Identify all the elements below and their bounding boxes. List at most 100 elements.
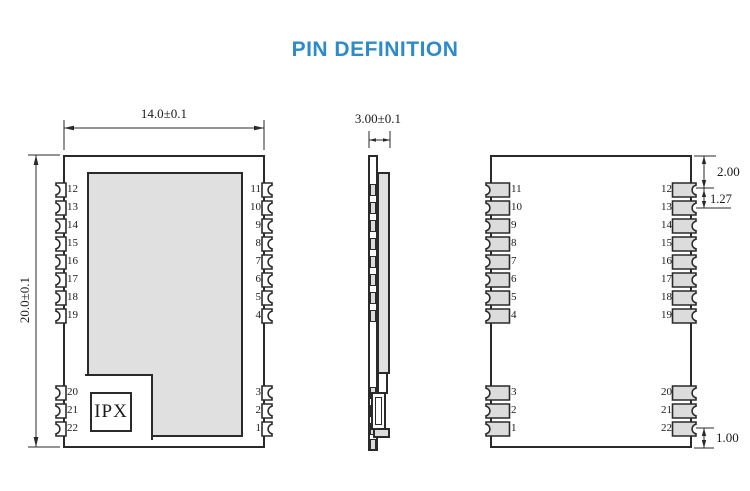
pin-6-label: 6 [255, 273, 262, 285]
pin-15-label: 15 [67, 237, 78, 249]
pin-5-castellation [261, 290, 273, 306]
pin-21-castellation [55, 403, 67, 419]
pin-13-label: 13 [67, 201, 78, 213]
pin-17-label: 17 [661, 273, 672, 285]
pin-8-castellation [261, 236, 273, 252]
pin-5-label: 5 [255, 291, 262, 303]
pin-9-castellation [261, 218, 273, 234]
pin-6-label: 6 [511, 273, 517, 285]
pin-top-offset-label: 2.00 [717, 164, 740, 179]
pcb-pad-edge [370, 439, 376, 450]
pin-1-label: 1 [255, 422, 262, 434]
pin-17-castellation [55, 272, 67, 288]
pin-20-label: 20 [67, 386, 78, 398]
pin-7-castellation [485, 254, 511, 270]
pin-16-label: 16 [661, 255, 672, 267]
pin-20-castellation [55, 385, 67, 401]
pin-10-castellation [485, 200, 511, 216]
pin-4-label: 4 [511, 309, 517, 321]
pin-5-label: 5 [511, 291, 517, 303]
pin-8-label: 8 [255, 237, 262, 249]
pin-21-label: 21 [661, 404, 672, 416]
pin-3-label: 3 [511, 386, 517, 398]
pin-2-castellation [261, 403, 273, 419]
pin-10-label: 10 [511, 201, 522, 213]
pin-16-castellation [671, 254, 697, 270]
ipx-connector-side-inner [375, 397, 382, 425]
pin-6-castellation [485, 272, 511, 288]
ipx-connector-base [373, 428, 390, 438]
pin-19-castellation [671, 308, 697, 324]
pin-14-label: 14 [67, 219, 78, 231]
pin-9-castellation [485, 218, 511, 234]
pin-1-castellation [261, 421, 273, 437]
pin-19-castellation [55, 308, 67, 324]
pin-19-label: 19 [67, 309, 78, 321]
pin-22-castellation [55, 421, 67, 437]
front-width-dimension-line [63, 120, 265, 150]
pin-17-label: 17 [67, 273, 78, 285]
pcb-pad-edge [370, 220, 376, 232]
shield-bottom-rim [377, 372, 388, 394]
pin-18-castellation [55, 290, 67, 306]
pcb-pad-edge [370, 238, 376, 250]
pin-18-label: 18 [661, 291, 672, 303]
pin-4-castellation [485, 308, 511, 324]
pin-7-label: 7 [511, 255, 517, 267]
pin-16-castellation [55, 254, 67, 270]
pin-14-castellation [55, 218, 67, 234]
pin-18-label: 18 [67, 291, 78, 303]
pin-17-castellation [671, 272, 697, 288]
pin-15-castellation [55, 236, 67, 252]
pin-1-castellation [485, 421, 511, 437]
pin-11-label: 11 [511, 183, 522, 195]
pcb-pad-edge [370, 202, 376, 214]
pin-2-label: 2 [255, 404, 262, 416]
pin-3-castellation [261, 385, 273, 401]
page-title: PIN DEFINITION [291, 38, 459, 61]
pin-14-castellation [671, 218, 697, 234]
pin-2-label: 2 [511, 404, 517, 416]
pin-2-castellation [485, 403, 511, 419]
pin-8-label: 8 [511, 237, 517, 249]
pin-10-label: 10 [250, 201, 261, 213]
pcb-pad-edge [370, 256, 376, 268]
pin-3-label: 3 [255, 386, 262, 398]
pin-12-label: 12 [67, 183, 78, 195]
pin-22-label: 22 [661, 422, 672, 434]
pin-7-label: 7 [255, 255, 262, 267]
pin-12-castellation [671, 182, 697, 198]
pin-7-castellation [261, 254, 273, 270]
shield-side-profile [377, 172, 390, 374]
pin-11-castellation [485, 182, 511, 198]
pin-13-label: 13 [661, 201, 672, 213]
pin-10-castellation [261, 200, 273, 216]
ipx-antenna-connector: IPX [90, 392, 132, 432]
pin-15-label: 15 [661, 237, 672, 249]
side-thickness-dimension-line [368, 131, 391, 148]
pin-15-castellation [671, 236, 697, 252]
pin-8-castellation [485, 236, 511, 252]
pin-4-label: 4 [255, 309, 262, 321]
pin-5-castellation [485, 290, 511, 306]
pin-6-castellation [261, 272, 273, 288]
pin-11-label: 11 [250, 183, 261, 195]
pin-19-label: 19 [661, 309, 672, 321]
pcb-pad-edge [370, 310, 376, 322]
pin-14-label: 14 [661, 219, 672, 231]
pin-11-castellation [261, 182, 273, 198]
pin-4-castellation [261, 308, 273, 324]
back-module-outline [490, 155, 692, 448]
pin-21-castellation [671, 403, 697, 419]
pcb-pad-edge [370, 274, 376, 286]
pin-12-castellation [55, 182, 67, 198]
front-height-dimension-label: 20.0±0.1 [17, 276, 32, 324]
side-thickness-dimension-label: 3.00±0.1 [354, 111, 402, 126]
pin-9-label: 9 [511, 219, 517, 231]
pin-1-label: 1 [511, 422, 517, 434]
pin-bottom-offset-label: 1.00 [716, 430, 739, 445]
pin-12-label: 12 [661, 183, 672, 195]
front-width-dimension-label: 14.0±0.1 [140, 106, 188, 121]
pin-20-castellation [671, 385, 697, 401]
